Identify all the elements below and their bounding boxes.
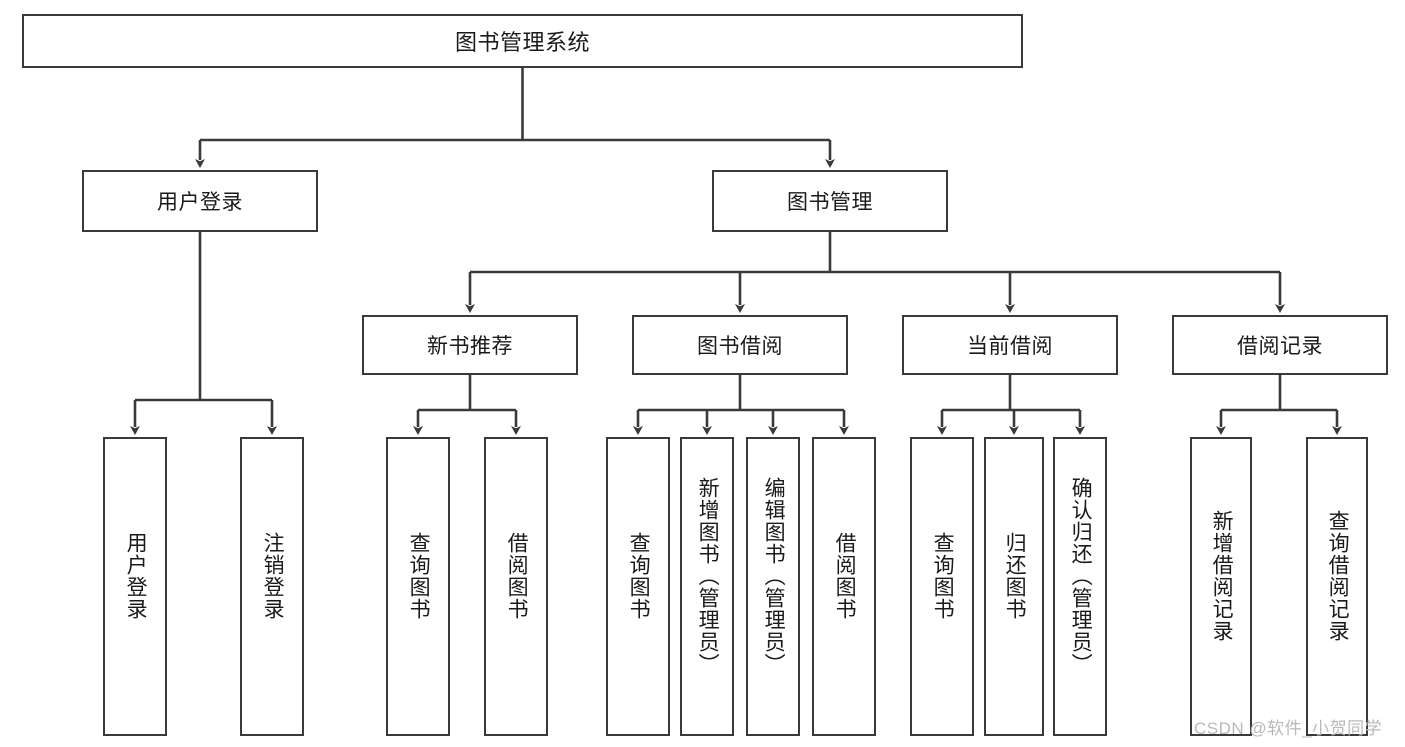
- node-leaf-query-book-1-label: 查询图书: [407, 531, 431, 620]
- node-book-borrow[interactable]: 图书借阅: [632, 315, 848, 375]
- node-user-login-label: 用户登录: [157, 191, 243, 214]
- node-leaf-query-borrow-record-label: 查询借阅记录: [1326, 509, 1350, 642]
- node-leaf-logout-login-label: 注销登录: [261, 531, 285, 620]
- node-new-book-recommend-label: 新书推荐: [427, 335, 513, 358]
- node-leaf-borrow-book-1[interactable]: 借阅图书: [484, 437, 548, 736]
- node-book-management-label: 图书管理: [787, 191, 873, 214]
- node-leaf-confirm-return-admin[interactable]: 确认归还（管理员）: [1053, 437, 1107, 736]
- node-root-label: 图书管理系统: [454, 30, 590, 55]
- node-leaf-add-book-admin-label: 新增图书（管理员）: [696, 476, 720, 675]
- node-borrow-records[interactable]: 借阅记录: [1172, 315, 1388, 375]
- node-leaf-borrow-book-1-label: 借阅图书: [505, 531, 529, 620]
- node-leaf-return-book-label: 归还图书: [1003, 531, 1027, 620]
- node-leaf-query-book-1[interactable]: 查询图书: [386, 437, 450, 736]
- node-book-management[interactable]: 图书管理: [712, 170, 948, 232]
- node-leaf-borrow-book-2[interactable]: 借阅图书: [812, 437, 876, 736]
- node-leaf-borrow-book-2-label: 借阅图书: [833, 531, 857, 620]
- node-leaf-user-login-label: 用户登录: [124, 531, 148, 620]
- node-leaf-return-book[interactable]: 归还图书: [984, 437, 1044, 736]
- node-leaf-query-book-2[interactable]: 查询图书: [606, 437, 670, 736]
- node-current-borrow-label: 当前借阅: [967, 335, 1053, 358]
- node-leaf-add-book-admin[interactable]: 新增图书（管理员）: [680, 437, 734, 736]
- node-new-book-recommend[interactable]: 新书推荐: [362, 315, 578, 375]
- node-leaf-edit-book-admin[interactable]: 编辑图书（管理员）: [746, 437, 800, 736]
- node-root[interactable]: 图书管理系统: [22, 14, 1023, 68]
- node-leaf-query-borrow-record[interactable]: 查询借阅记录: [1306, 437, 1368, 736]
- node-leaf-confirm-return-admin-label: 确认归还（管理员）: [1069, 476, 1093, 675]
- node-leaf-query-book-3-label: 查询图书: [931, 531, 955, 620]
- node-book-borrow-label: 图书借阅: [697, 335, 783, 358]
- node-leaf-query-book-2-label: 查询图书: [627, 531, 651, 620]
- node-leaf-query-book-3[interactable]: 查询图书: [910, 437, 974, 736]
- node-leaf-edit-book-admin-label: 编辑图书（管理员）: [762, 476, 786, 675]
- node-leaf-logout-login[interactable]: 注销登录: [240, 437, 304, 736]
- watermark: CSDN @软件_小贺同学: [1194, 719, 1383, 738]
- node-leaf-add-borrow-record-label: 新增借阅记录: [1210, 509, 1234, 642]
- node-current-borrow[interactable]: 当前借阅: [902, 315, 1118, 375]
- node-user-login[interactable]: 用户登录: [82, 170, 318, 232]
- node-leaf-add-borrow-record[interactable]: 新增借阅记录: [1190, 437, 1252, 736]
- node-borrow-records-label: 借阅记录: [1237, 335, 1323, 358]
- node-leaf-user-login[interactable]: 用户登录: [103, 437, 167, 736]
